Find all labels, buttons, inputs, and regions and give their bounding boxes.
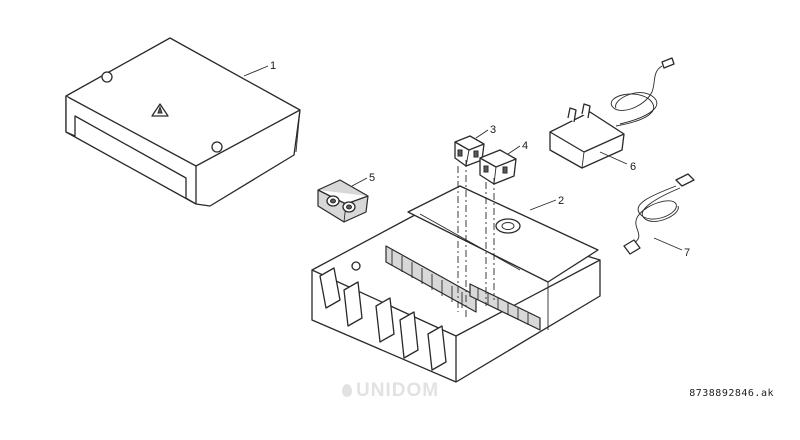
terminal-plug-4-part: [479, 145, 521, 185]
drawing-code: 8738892846.ak: [689, 388, 774, 399]
callout-5: 5: [369, 172, 375, 184]
terminal-plug-3-part: [454, 129, 489, 167]
grommet-part: [317, 177, 369, 223]
cover-part: [65, 37, 301, 207]
base-housing-part: [311, 160, 601, 383]
watermark-text: UNIDOM: [356, 380, 440, 401]
power-adapter-part: [549, 57, 675, 169]
watermark: UNIDOM: [342, 380, 439, 402]
callout-3: 3: [490, 124, 496, 136]
watermark-drop-icon: [342, 384, 352, 397]
callout-2: 2: [558, 195, 564, 207]
callout-4: 4: [522, 140, 528, 152]
callout-7: 7: [684, 247, 690, 259]
callout-1: 1: [270, 60, 276, 72]
cable-part: [623, 173, 695, 255]
callout-6: 6: [630, 161, 636, 173]
